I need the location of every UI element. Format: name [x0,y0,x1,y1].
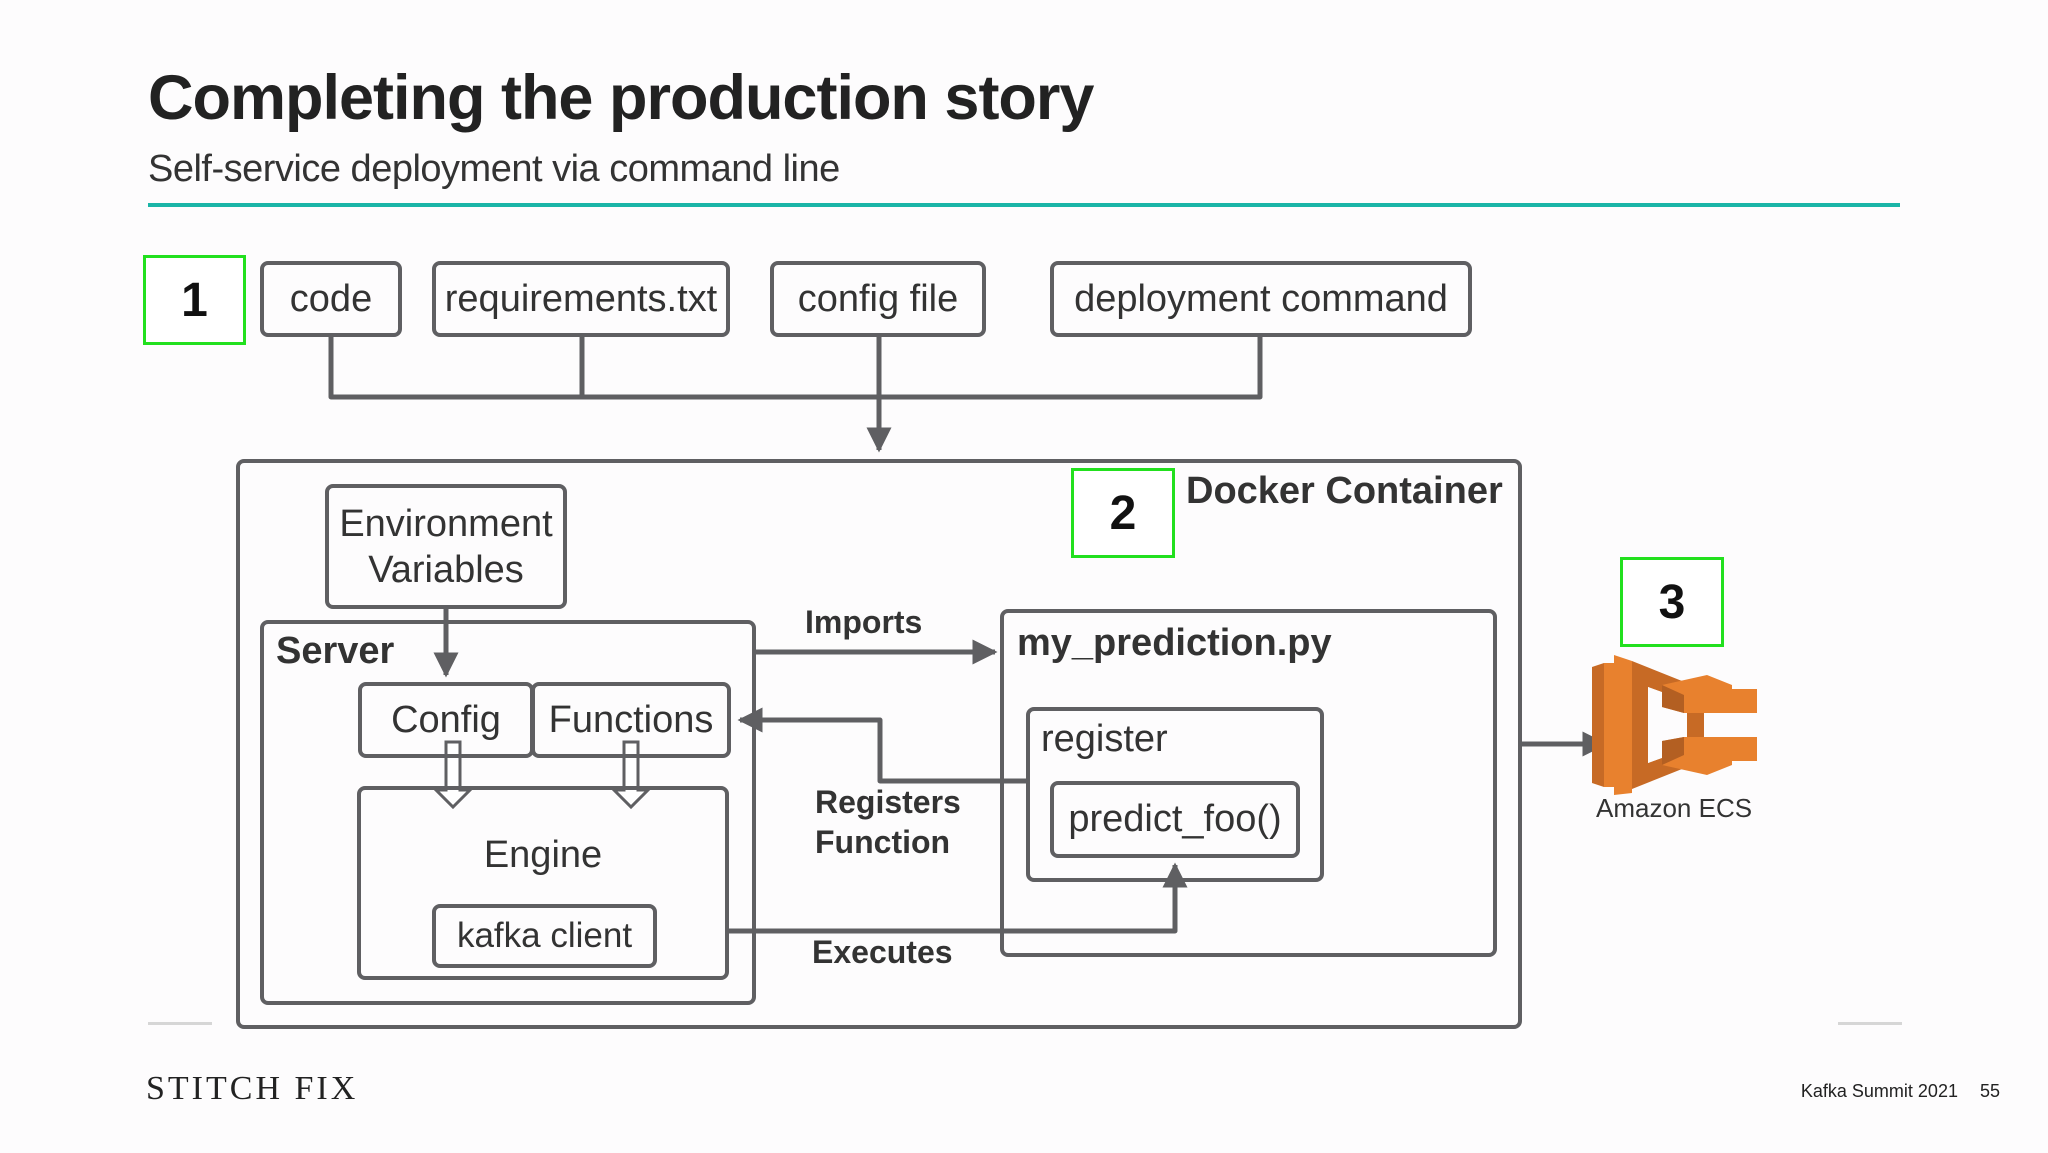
event-name: Kafka Summit 2021 [1800,1081,1958,1101]
engine-label: Engine [483,834,603,876]
server-title: Server [276,630,395,672]
title-divider [148,203,1900,207]
kafka-client-box: kafka client [432,904,657,968]
step-marker-2: 2 [1071,468,1175,558]
footer-dash-right [1838,1022,1902,1025]
register-label: register [1041,718,1168,760]
input-deployment-command: deployment command [1050,261,1472,337]
edge-label-imports: Imports [805,604,923,640]
env-vars-line2: Variables [368,548,524,591]
predict-foo-box: predict_foo() [1050,781,1300,858]
engine-box: Engine [357,786,729,980]
input-requirements: requirements.txt [432,261,730,337]
page-number: 55 [1979,1081,2000,1101]
slide-subtitle: Self-service deployment via command line [148,148,840,190]
footer-dash-left [148,1022,212,1025]
docker-container [236,459,1522,1029]
input-code: code [260,261,402,337]
slide-title: Completing the production story [148,63,1094,133]
input-config-file: config file [770,261,986,337]
server-box [260,620,756,1005]
edge-label-registers-line2: Function [815,824,951,860]
connector-code [328,336,1263,400]
edge-label-registers-line1: Registers [815,784,961,820]
module-title: my_prediction.py [1017,622,1332,664]
register-box [1026,707,1324,882]
step-marker-3: 3 [1620,557,1724,647]
amazon-ecs-label: Amazon ECS [1596,793,1753,823]
amazon-ecs-icon [1592,655,1757,795]
config-box: Config [358,682,534,758]
module-box [1000,609,1497,957]
env-vars-line1: Environment [339,502,553,545]
environment-variables: Environment Variables [325,484,567,609]
functions-box: Functions [531,682,731,758]
edge-label-registers: Registers Function [815,782,961,862]
step-marker-1: 1 [143,255,246,345]
brand-logo: STITCH FIX [146,1070,359,1107]
docker-container-title: Docker Container [1186,470,1503,512]
edge-label-executes: Executes [812,934,953,970]
footer-info: Kafka Summit 2021 55 [1801,1081,2000,1102]
